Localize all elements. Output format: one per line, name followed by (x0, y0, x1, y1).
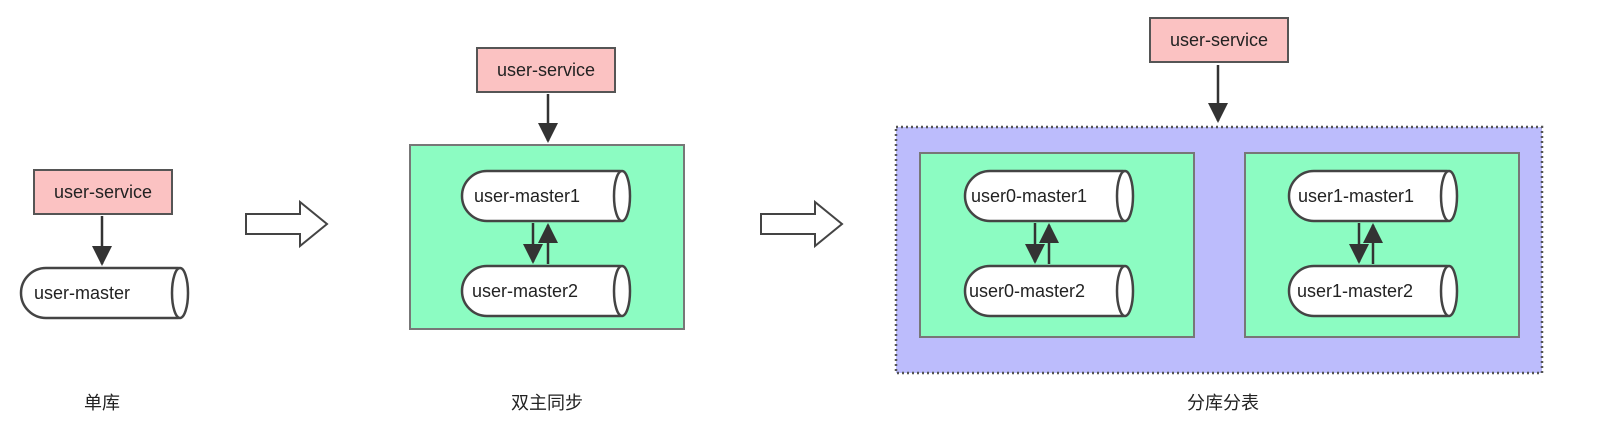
db-label-user-master: user-master (34, 282, 131, 303)
caption-single: 单库 (84, 393, 120, 414)
service-label: user-service (1169, 29, 1269, 50)
db-cylinder-user0-master1 (963, 169, 1135, 223)
transition-arrow-2 (760, 199, 844, 249)
db-label-user1-master1: user1-master1 (1298, 185, 1415, 206)
db-label-user1-master2: user1-master2 (1297, 280, 1414, 301)
db-cylinder-user-master (19, 266, 190, 320)
db-label-user-master1: user-master1 (474, 185, 581, 206)
service-box-single: user-service (33, 169, 173, 215)
db-cylinder-user0-master2 (963, 264, 1135, 318)
service-label: user-service (496, 59, 596, 80)
caption-sharded: 分库分表 (1187, 393, 1259, 414)
service-box-dual: user-service (476, 47, 616, 93)
caption-dual-master: 双主同步 (511, 393, 583, 414)
db-label-user-master2: user-master2 (472, 280, 579, 301)
db-cylinder-user-master2 (460, 264, 632, 318)
db-cylinder-user1-master2 (1287, 264, 1459, 318)
service-box-sharded: user-service (1149, 17, 1289, 63)
db-cylinder-user-master1 (460, 169, 632, 223)
db-cylinder-user1-master1 (1287, 169, 1459, 223)
transition-arrow-1 (245, 199, 329, 249)
service-label: user-service (53, 181, 153, 202)
db-label-user0-master2: user0-master2 (969, 280, 1086, 301)
db-label-user0-master1: user0-master1 (971, 185, 1088, 206)
